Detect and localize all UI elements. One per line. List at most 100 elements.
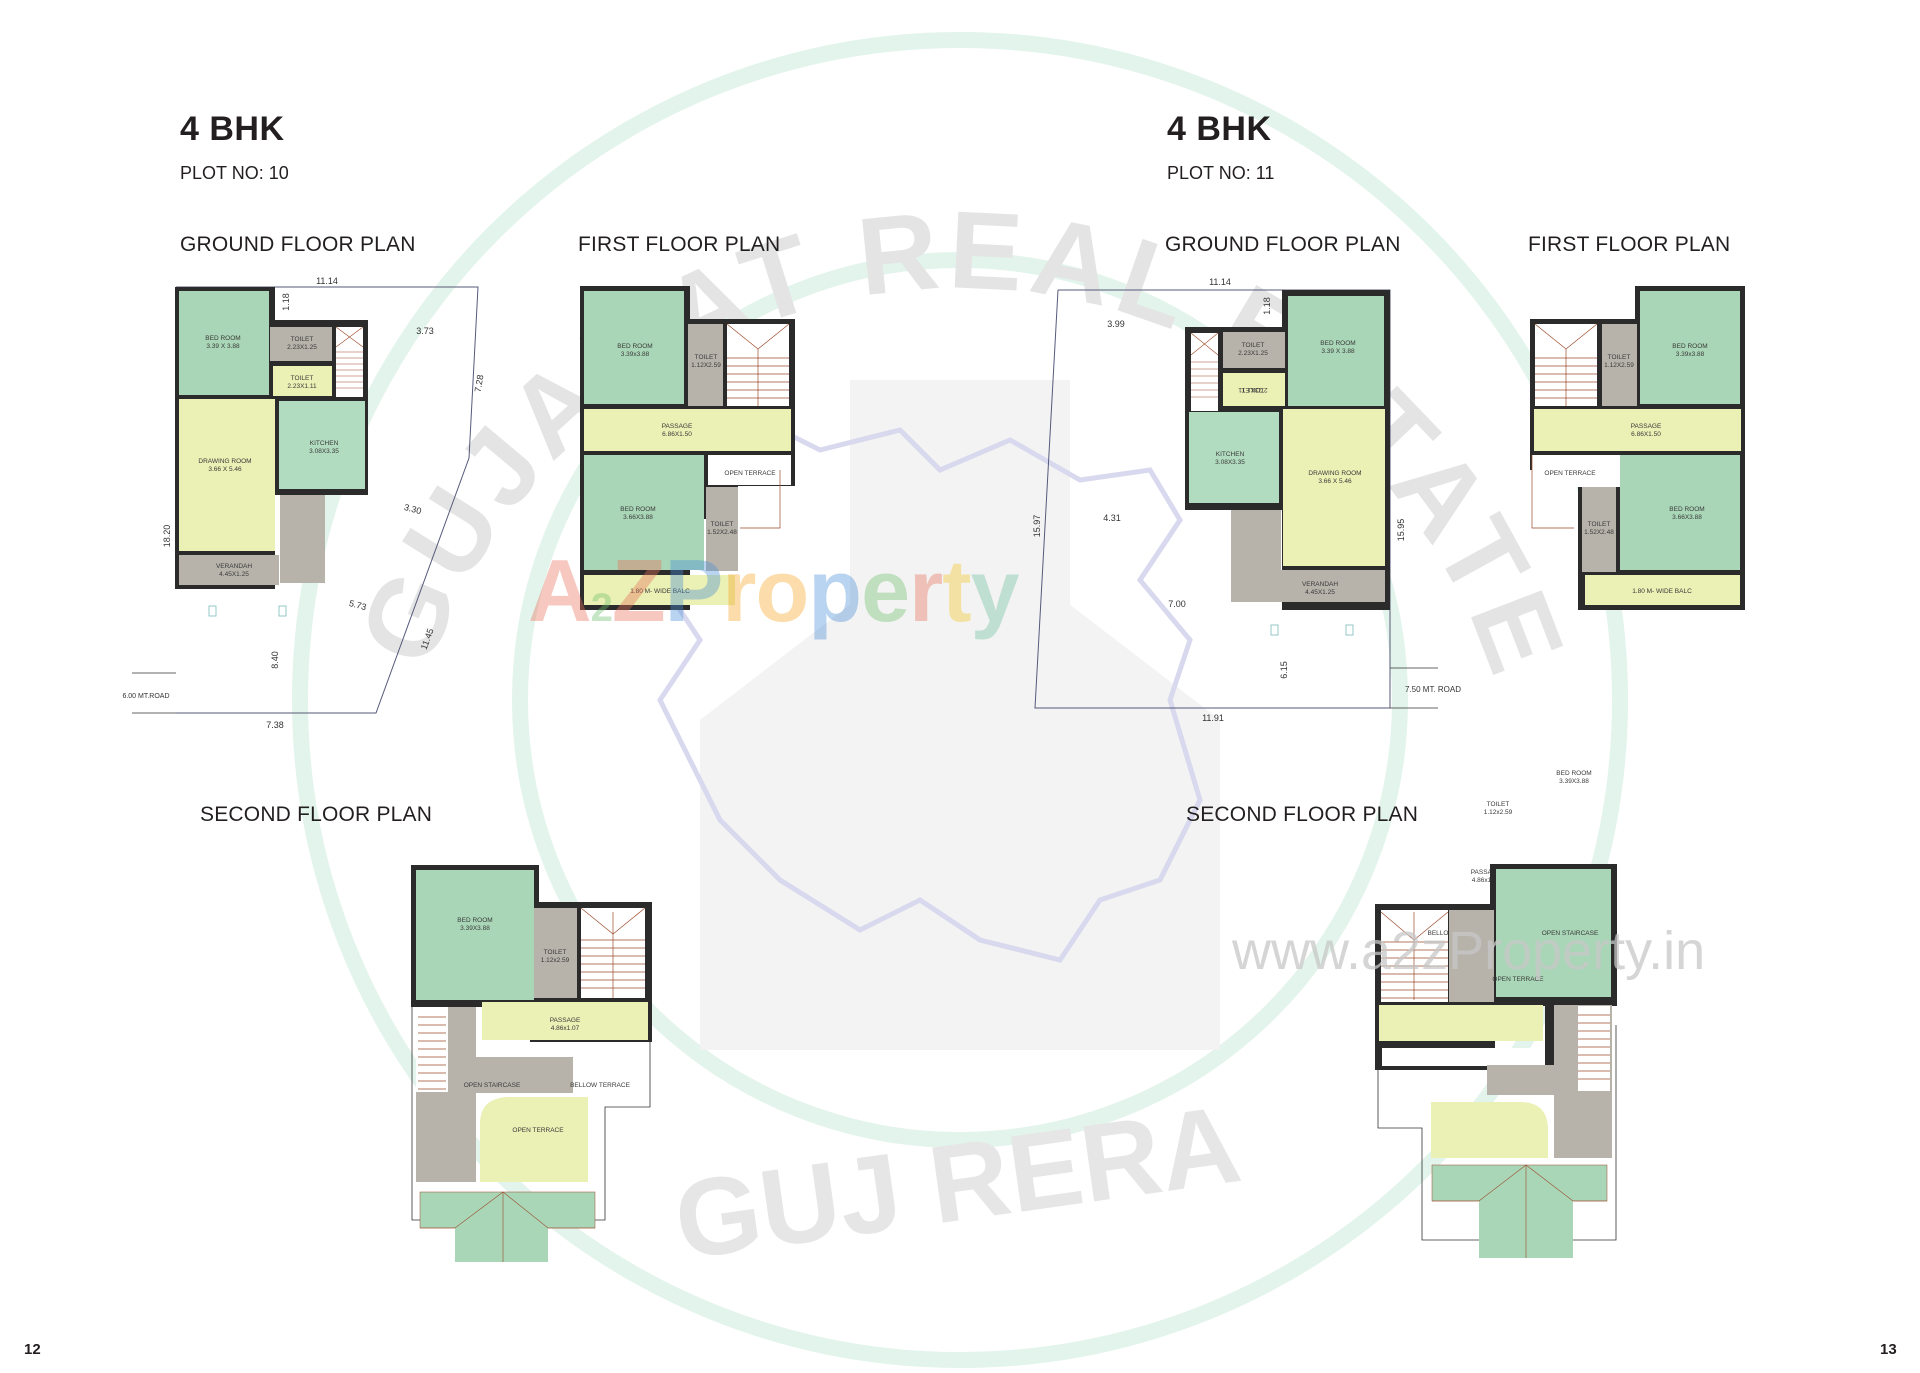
svg-text:3.99: 3.99 <box>1107 319 1125 329</box>
svg-text:6.86X1.50: 6.86X1.50 <box>1631 431 1661 438</box>
road-label: 6.00 MT.ROAD <box>122 693 169 700</box>
svg-text:11.91: 11.91 <box>1202 713 1224 723</box>
svg-text:VERANDAH: VERANDAH <box>1302 581 1338 588</box>
svg-text:3.73: 3.73 <box>416 326 434 336</box>
unit-type-heading: 4 BHK <box>1167 110 1272 148</box>
svg-text:PASSAGE: PASSAGE <box>1631 423 1662 430</box>
svg-text:7.38: 7.38 <box>266 720 284 730</box>
svg-text:4.45X1.25: 4.45X1.25 <box>219 571 249 578</box>
svg-text:OPEN TERRACE: OPEN TERRACE <box>1544 470 1596 477</box>
svg-text:2.23X1.25: 2.23X1.25 <box>287 344 317 351</box>
svg-text:5.73: 5.73 <box>348 598 368 612</box>
page-number-left: 12 <box>24 1341 41 1358</box>
svg-text:OPEN TERRACE: OPEN TERRACE <box>512 1127 564 1134</box>
svg-text:1.12x2.59: 1.12x2.59 <box>1484 809 1513 816</box>
plot11-ground-floor-plan: TOILET 2.23X1.25 BED ROOM 3.39 X 3.88 TO… <box>1032 277 1461 723</box>
svg-text:3.66X3.88: 3.66X3.88 <box>623 514 653 521</box>
svg-text:3.39 X 3.88: 3.39 X 3.88 <box>206 343 240 350</box>
svg-text:3.39X3.88: 3.39X3.88 <box>1559 778 1589 785</box>
page-number-right: 13 <box>1880 1341 1897 1358</box>
plot-number: PLOT NO: 10 <box>180 163 289 183</box>
ground-floor-title: GROUND FLOOR PLAN <box>1165 233 1401 256</box>
svg-text:18.20: 18.20 <box>162 525 172 548</box>
room-label: VERANDAH <box>216 563 252 570</box>
svg-text:11.14: 11.14 <box>1209 277 1231 287</box>
svg-text:TOILET: TOILET <box>544 949 567 956</box>
svg-text:TOILET: TOILET <box>1242 342 1265 349</box>
svg-text:6.86X1.50: 6.86X1.50 <box>662 431 692 438</box>
svg-text:3.39x3.88: 3.39x3.88 <box>1676 351 1705 358</box>
room-label: TOILET <box>291 336 314 343</box>
svg-text:OPEN STAIRCASE: OPEN STAIRCASE <box>464 1082 521 1089</box>
svg-text:BED ROOM: BED ROOM <box>620 506 655 513</box>
svg-text:4.86x1.07: 4.86x1.07 <box>551 1025 580 1032</box>
svg-text:11.45: 11.45 <box>419 627 436 651</box>
svg-text:1.80 M- WIDE BALC: 1.80 M- WIDE BALC <box>1632 588 1692 595</box>
svg-text:3.08X3.35: 3.08X3.35 <box>1215 459 1245 466</box>
svg-text:PASSAGE: PASSAGE <box>550 1017 581 1024</box>
svg-text:3.66 X 5.46: 3.66 X 5.46 <box>208 466 242 473</box>
a2z-brand-watermark: A2ZProperty <box>528 541 1020 640</box>
plot10-second-floor-plan: BED ROOM 3.39X3.88 TOILET 1.12x2.59 PASS… <box>411 865 652 1262</box>
svg-text:1.18: 1.18 <box>1262 297 1272 315</box>
svg-text:3.30: 3.30 <box>403 502 423 516</box>
plot11-first-floor-plan: BED ROOM 3.39x3.88 TOILET 1.12X2.59 PASS… <box>1530 286 1745 610</box>
svg-text:TOILET: TOILET <box>695 354 718 361</box>
second-floor-title: SECOND FLOOR PLAN <box>200 803 433 826</box>
room-label: TOILET <box>291 375 314 382</box>
svg-text:TOILET: TOILET <box>1588 521 1611 528</box>
room-label: BED ROOM <box>205 335 240 342</box>
ground-floor-title: GROUND FLOOR PLAN <box>180 233 416 256</box>
svg-text:2.23X1.25: 2.23X1.25 <box>1238 350 1268 357</box>
svg-text:15.97: 15.97 <box>1032 515 1042 538</box>
svg-text:1.12X2.59: 1.12X2.59 <box>691 362 721 369</box>
svg-text:3.66X3.88: 3.66X3.88 <box>1672 514 1702 521</box>
svg-text:11.14: 11.14 <box>316 276 338 286</box>
svg-text:3.66 X 5.46: 3.66 X 5.46 <box>1318 478 1352 485</box>
svg-text:7.00: 7.00 <box>1168 599 1186 609</box>
svg-text:DRAWING ROOM: DRAWING ROOM <box>1308 470 1361 477</box>
svg-text:1.52X2.48: 1.52X2.48 <box>707 529 737 536</box>
svg-text:3.39x3.88: 3.39x3.88 <box>621 351 650 358</box>
svg-text:4.31: 4.31 <box>1103 513 1121 523</box>
url-watermark: www.a2zProperty.in <box>1232 921 1706 981</box>
first-floor-title: FIRST FLOOR PLAN <box>1528 233 1731 256</box>
svg-text:1.12X2.59: 1.12X2.59 <box>1604 362 1634 369</box>
svg-text:1.18: 1.18 <box>281 293 291 311</box>
svg-text:KITCHEN: KITCHEN <box>1216 451 1245 458</box>
plot-number: PLOT NO: 11 <box>1167 163 1275 183</box>
svg-text:2.23X1.11: 2.23X1.11 <box>287 383 317 390</box>
svg-text:1.12x2.59: 1.12x2.59 <box>541 957 570 964</box>
room-label: KITCHEN <box>310 440 339 447</box>
svg-text:3.39 X 3.88: 3.39 X 3.88 <box>1321 348 1355 355</box>
svg-text:BED ROOM: BED ROOM <box>617 343 652 350</box>
first-floor-title: FIRST FLOOR PLAN <box>578 233 781 256</box>
room-label: DRAWING ROOM <box>198 458 251 465</box>
svg-text:4.45X1.25: 4.45X1.25 <box>1305 589 1335 596</box>
svg-text:BELLOW TERRACE: BELLOW TERRACE <box>570 1082 631 1089</box>
svg-text:15.95: 15.95 <box>1396 519 1406 542</box>
svg-text:OPEN TERRACE: OPEN TERRACE <box>724 470 776 477</box>
svg-text:TOILET: TOILET <box>1487 801 1510 808</box>
plot10-ground-floor-plan: BED ROOM 3.39 X 3.88 TOILET 2.23X1.25 TO… <box>122 276 486 730</box>
road-label: 7.50 MT. ROAD <box>1405 685 1461 694</box>
svg-text:6.15: 6.15 <box>1279 661 1289 679</box>
svg-text:BED ROOM: BED ROOM <box>457 917 492 924</box>
second-floor-title: SECOND FLOOR PLAN <box>1186 803 1419 826</box>
svg-text:3.39X3.88: 3.39X3.88 <box>460 925 490 932</box>
svg-text:BED ROOM: BED ROOM <box>1320 340 1355 347</box>
svg-text:TOILET: TOILET <box>1608 354 1631 361</box>
unit-type-heading: 4 BHK <box>180 110 285 148</box>
svg-text:BED ROOM: BED ROOM <box>1672 343 1707 350</box>
guj-rera-text: GUJ RERA <box>668 1082 1248 1283</box>
svg-text:BED ROOM: BED ROOM <box>1556 770 1591 777</box>
svg-text:PASSAGE: PASSAGE <box>662 423 693 430</box>
svg-text:2.23X1.11: 2.23X1.11 <box>1238 386 1268 393</box>
svg-text:TOILET: TOILET <box>711 521 734 528</box>
svg-text:BED ROOM: BED ROOM <box>1669 506 1704 513</box>
plot11-second-floor-plan: BED ROOM 3.39X3.88 TOILET 1.12x2.59 PASS… <box>1375 770 1617 1258</box>
svg-text:7.28: 7.28 <box>473 374 486 393</box>
svg-text:3.08X3.35: 3.08X3.35 <box>309 448 339 455</box>
svg-text:1.52X2.48: 1.52X2.48 <box>1584 529 1614 536</box>
svg-text:8.40: 8.40 <box>270 651 280 669</box>
